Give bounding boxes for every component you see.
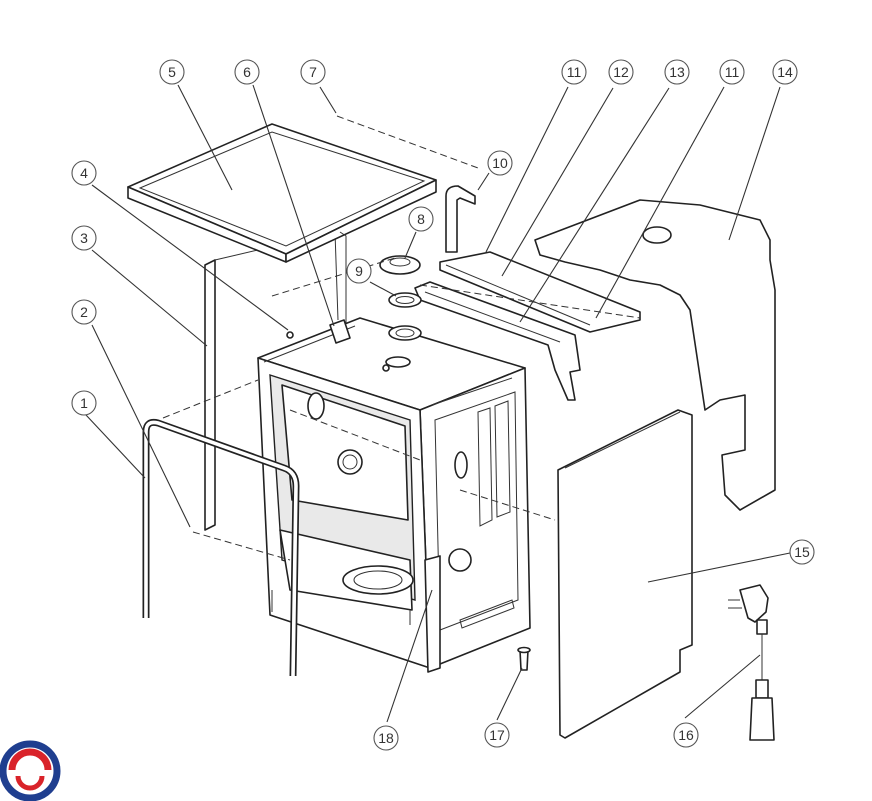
insulation-panel-part (534, 199, 776, 511)
callout-label: 4 (80, 165, 88, 181)
callout-7: 7 (300, 59, 326, 85)
callout-label: 5 (168, 64, 176, 80)
alignment-lines (162, 115, 641, 561)
callout-label: 13 (669, 64, 685, 80)
logo-arc-top (8, 748, 52, 771)
screw-part (517, 646, 531, 671)
callout-4: 4 (71, 160, 97, 186)
callout-11b: 11 (719, 59, 745, 85)
callout-label: 14 (777, 64, 793, 80)
door-gasket-part (142, 418, 300, 677)
side-panel-part (557, 409, 693, 739)
callout-1: 1 (71, 390, 97, 416)
callout-label: 11 (725, 64, 740, 80)
callout-label: 2 (80, 304, 88, 320)
callout-13: 13 (664, 59, 690, 85)
top-rail-part (439, 251, 641, 333)
callout-label: 7 (309, 64, 317, 80)
callout-label: 10 (492, 155, 508, 171)
vent-cap-part (379, 255, 421, 275)
callout-label: 8 (417, 211, 425, 227)
callout-11a: 11 (561, 59, 587, 85)
worktop-lid-part (127, 123, 437, 330)
callout-label: 18 (378, 730, 394, 746)
callout-8: 8 (408, 206, 434, 232)
bracket-part (286, 319, 390, 372)
callout-label: 16 (678, 727, 694, 743)
callout-10: 10 (487, 150, 513, 176)
callout-label: 9 (355, 263, 363, 279)
logo-arc-bottom (15, 775, 45, 791)
callout-label: 11 (567, 64, 582, 80)
callout-14: 14 (772, 59, 798, 85)
callout-label: 6 (243, 64, 251, 80)
callout-18: 18 (373, 725, 399, 751)
leader-lines (85, 84, 791, 723)
callout-12: 12 (608, 59, 634, 85)
callout-16: 16 (673, 722, 699, 748)
tub-body-part (257, 317, 531, 673)
callout-2: 2 (71, 299, 97, 325)
callout-label: 12 (613, 64, 629, 80)
callout-label: 3 (80, 230, 88, 246)
callout-6: 6 (234, 59, 260, 85)
vent-seal-part (388, 292, 422, 308)
brand-logo (0, 740, 61, 801)
fill-pipe-part (445, 185, 476, 253)
callout-label: 1 (80, 395, 88, 411)
air-channel-part (414, 281, 581, 401)
power-cord-part (728, 584, 775, 741)
callout-label: 17 (489, 727, 505, 743)
callout-17: 17 (484, 722, 510, 748)
callout-9: 9 (346, 258, 372, 284)
callout-3: 3 (71, 225, 97, 251)
callout-5: 5 (159, 59, 185, 85)
callout-15: 15 (789, 539, 815, 565)
callout-label: 15 (794, 544, 810, 560)
